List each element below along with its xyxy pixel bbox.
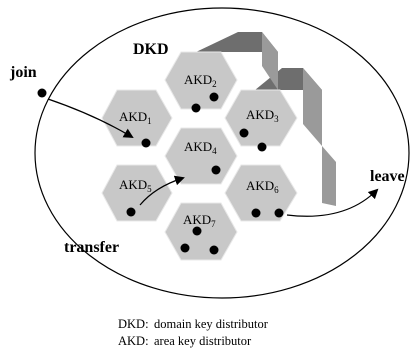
cell-1-hexagon (101, 89, 173, 147)
cell-1-member-node (141, 138, 151, 148)
cell-2-member-node (191, 103, 201, 113)
cell-6-member-node (251, 208, 261, 218)
svg-text:AKD7: AKD7 (183, 212, 216, 229)
legend-term: DKD: (118, 317, 149, 331)
cell-5-hexagon (101, 164, 173, 222)
akd-5-label: AKD5 (119, 177, 152, 194)
svg-text:AKD3: AKD3 (246, 107, 279, 124)
legend: DKD: domain key distributor AKD: area key … (118, 316, 268, 350)
akd-4-label: AKD4 (184, 139, 217, 156)
member-nodes (37, 88, 284, 255)
legend-description: area key distributor (154, 334, 252, 348)
akd-3-label: AKD3 (246, 107, 279, 124)
cell-7-member-node (192, 226, 202, 236)
svg-text:AKD4: AKD4 (184, 139, 217, 156)
domain-boundary-ellipse (34, 7, 410, 299)
leave-arrow (286, 188, 379, 217)
cell-6-member-node (274, 208, 284, 218)
svg-text:AKD6: AKD6 (246, 178, 279, 195)
joining-member-node (37, 88, 47, 98)
cell-4-hexagon (164, 127, 238, 185)
join-label: join (9, 64, 37, 81)
cell-7-member-node (180, 243, 190, 253)
akd-hexagon-cluster (101, 32, 336, 261)
cell-6-right-face (322, 146, 336, 206)
svg-text:AKD5: AKD5 (119, 177, 152, 194)
cell-6-hexagon (224, 164, 298, 222)
akd-1-label: AKD1 (119, 109, 152, 126)
cell-7-member-node (209, 245, 219, 255)
join-arrow (47, 98, 134, 139)
cell-5-member-node (126, 207, 136, 217)
cell-3-member-node (257, 142, 267, 152)
legend-description: domain key distributor (154, 317, 268, 331)
legend-term: AKD: (118, 334, 149, 348)
legend-row-akd: AKD: area key distributor (118, 333, 268, 350)
transfer-label: transfer (64, 239, 119, 256)
leave-label: leave (370, 168, 405, 185)
cell-3-right-face (303, 68, 322, 146)
akd-7-label: AKD7 (183, 212, 216, 229)
akd-2-label: AKD2 (184, 72, 217, 89)
cell-2-hexagon (164, 51, 238, 110)
legend-row-dkd: DKD: domain key distributor (118, 316, 268, 333)
dkd-label: DKD (133, 41, 169, 58)
cell-2-top-face (196, 32, 278, 52)
cell-4-member-node (211, 165, 221, 175)
transfer-arrow (139, 175, 185, 206)
cell-3-member-node (239, 128, 249, 138)
svg-text:AKD2: AKD2 (184, 72, 217, 89)
cell-2-right-face (262, 32, 278, 90)
svg-text:AKD1: AKD1 (119, 109, 152, 126)
akd-6-label: AKD6 (246, 178, 279, 195)
cell-2-member-node (209, 92, 219, 102)
